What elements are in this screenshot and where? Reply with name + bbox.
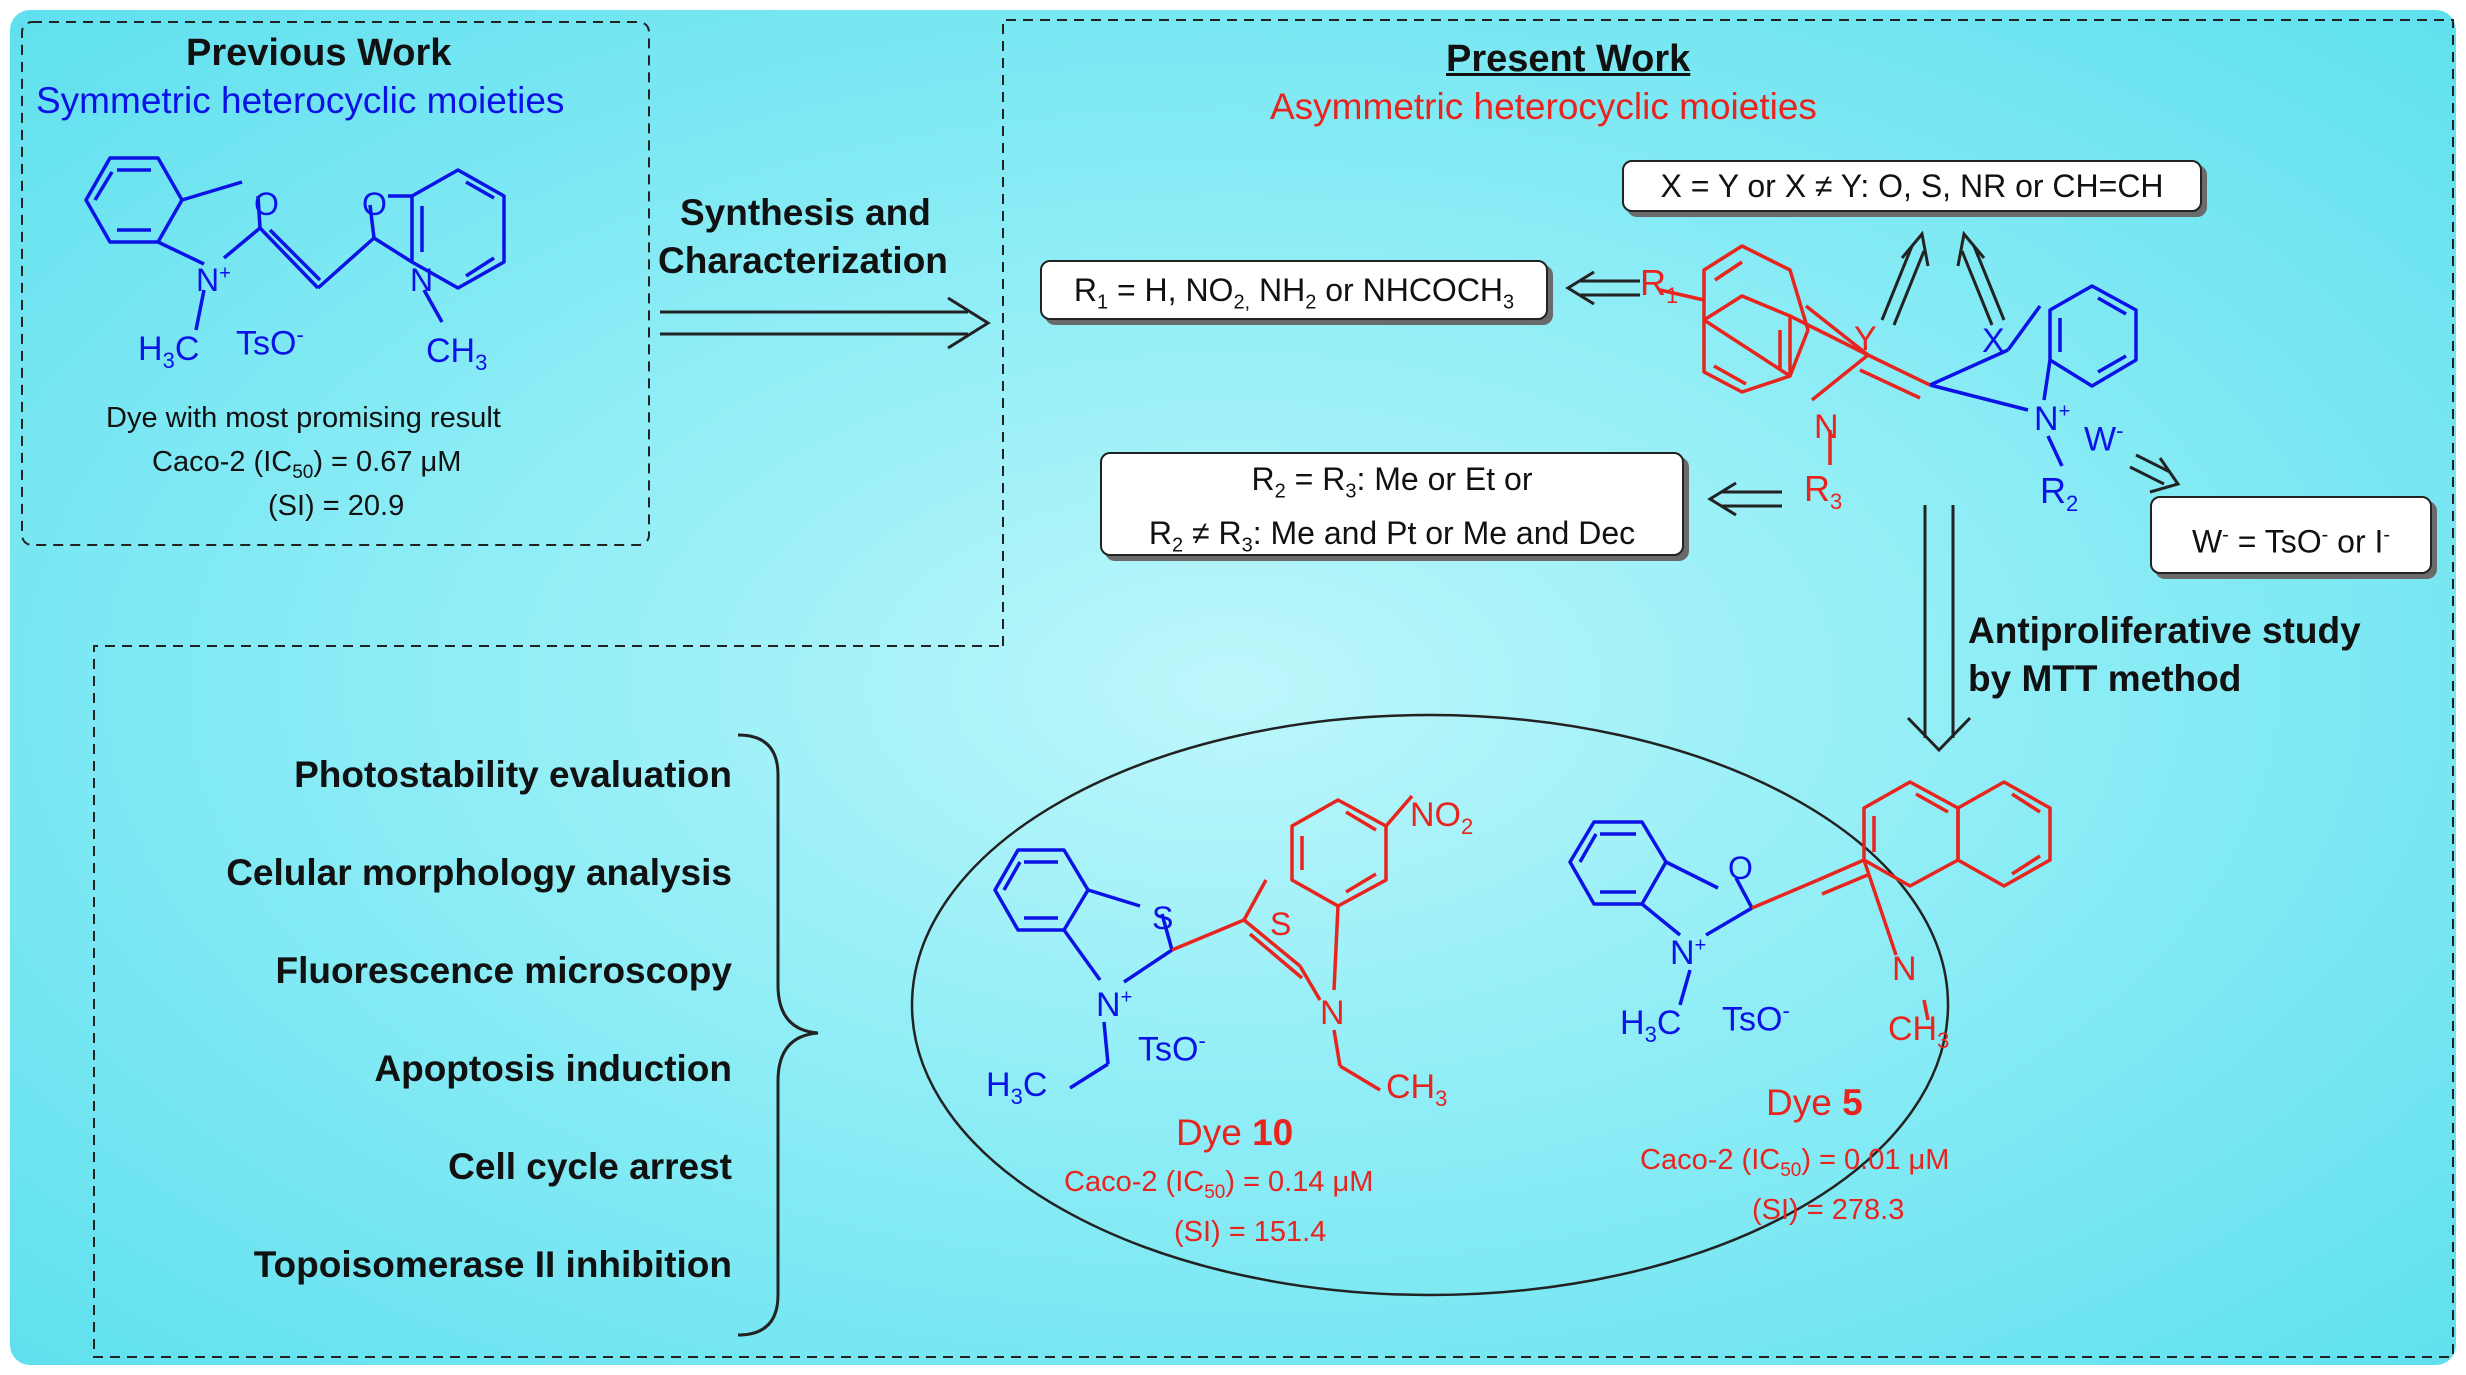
r2r3-box: R2 = R3: Me or Et or R2 ≠ R3: Me and Pt … xyxy=(1100,452,1684,557)
general-structure-red xyxy=(1659,244,1931,465)
previous-dye-structure xyxy=(84,156,506,331)
xy-arrows xyxy=(1880,230,2006,326)
antiproliferative-line2: by MTT method xyxy=(1968,658,2242,699)
dye10-ic50: Caco-2 (IC50) = 0.14 μM xyxy=(1064,1166,1374,1203)
dye10-tso: TsO- xyxy=(1138,1028,1206,1069)
dye5-label: Dye 5 xyxy=(1766,1082,1863,1123)
synthesis-label-line1: Synthesis and xyxy=(680,192,931,233)
dye10-si: (SI) = 151.4 xyxy=(1174,1216,1327,1248)
w-box: W- = TsO- or I- xyxy=(2150,496,2432,574)
synthesis-label-line2: Characterization xyxy=(658,240,948,281)
present-work-subtitle: Asymmetric heterocyclic moieties xyxy=(1270,86,1817,127)
dye5-tso: TsO- xyxy=(1722,998,1790,1039)
general-structure-blue xyxy=(1929,284,2138,467)
antiproliferative-line1: Antiproliferative study xyxy=(1968,610,2361,651)
general-atom-n-plus: N+ xyxy=(2034,400,2071,438)
general-r1: R1 xyxy=(1640,262,1679,309)
previous-atom-o1: O xyxy=(254,186,279,222)
previous-ic50: Caco-2 (IC50) = 0.67 μM xyxy=(152,446,462,483)
background-panel xyxy=(10,10,2456,1365)
dye10-atom-n: N xyxy=(1320,994,1345,1032)
antiproliferative-arrow xyxy=(1906,505,1972,753)
w-arrow xyxy=(2129,453,2181,494)
xy-box: X = Y or X ≠ Y: O, S, NR or CH=CH xyxy=(1622,160,2202,212)
study-morphology: Celular morphology analysis xyxy=(226,852,732,893)
study-cell-cycle: Cell cycle arrest xyxy=(448,1146,732,1187)
dye5-structure-blue xyxy=(1568,820,1754,1006)
dye5-structure-red xyxy=(1751,780,2052,1021)
general-atom-n: N xyxy=(1814,408,1839,446)
previous-dye-note: Dye with most promising result xyxy=(106,402,501,434)
synthesis-arrow xyxy=(660,296,991,350)
dye10-atom-s2: S xyxy=(1270,906,1292,942)
previous-work-frame xyxy=(21,21,650,546)
general-atom-y: Y xyxy=(1854,320,1877,358)
general-atom-x: X xyxy=(1982,322,2005,360)
present-work-title: Present Work xyxy=(1446,38,1691,80)
dye10-structure-red xyxy=(1171,794,1414,1092)
previous-ch3: CH3 xyxy=(426,332,488,375)
study-topoisomerase: Topoisomerase II inhibition xyxy=(253,1244,732,1285)
dye10-h3c: H3C xyxy=(986,1066,1048,1109)
general-r3: R3 xyxy=(1804,468,1843,515)
r1-arrow xyxy=(1565,270,1640,306)
dye5-atom-n-plus: N+ xyxy=(1670,934,1707,972)
r2r3-arrow xyxy=(1707,481,1782,517)
study-apoptosis: Apoptosis induction xyxy=(374,1048,732,1089)
r2r3-line1: R2 = R3: Me or Et or xyxy=(1251,461,1533,503)
studies-brace xyxy=(737,733,819,1337)
dye5-si: (SI) = 278.3 xyxy=(1752,1194,1905,1226)
dye10-ch3: CH3 xyxy=(1386,1068,1448,1111)
general-w-ion: W- xyxy=(2084,418,2124,459)
dye10-label: Dye 10 xyxy=(1176,1112,1294,1153)
dye5-atom-n: N xyxy=(1892,950,1917,988)
previous-atom-n-plus: N+ xyxy=(196,262,231,298)
dye10-atom-s1: S xyxy=(1152,900,1174,936)
previous-work-subtitle: Symmetric heterocyclic moieties xyxy=(36,80,565,121)
dye5-atom-o: O xyxy=(1728,850,1753,886)
dye10-structure-blue xyxy=(993,848,1174,1090)
previous-work-title: Previous Work xyxy=(186,32,452,74)
study-fluorescence: Fluorescence microscopy xyxy=(275,950,732,991)
study-photostability: Photostability evaluation xyxy=(294,754,732,795)
r1-box: R1 = H, NO2, NH2 or NHCOCH3 xyxy=(1040,260,1548,320)
dye5-ch3: CH3 xyxy=(1888,1010,1950,1053)
previous-tso: TsO- xyxy=(236,322,304,363)
studies-list: Photostability evaluation Celular morpho… xyxy=(100,740,732,1300)
dye5-h3c: H3C xyxy=(1620,1004,1682,1047)
r2r3-line2: R2 ≠ R3: Me and Pt or Me and Dec xyxy=(1148,515,1636,557)
dye5-ic50: Caco-2 (IC50) = 0.01 μM xyxy=(1640,1144,1950,1181)
previous-atom-n: N xyxy=(410,262,434,298)
previous-h3c: H3C xyxy=(138,330,200,373)
present-work-frame xyxy=(93,19,2454,1358)
previous-atom-o2: O xyxy=(362,186,387,222)
dye10-atom-n-plus: N+ xyxy=(1096,986,1133,1024)
results-ellipse xyxy=(910,713,1950,1297)
dye10-no2: NO2 xyxy=(1410,796,1474,839)
previous-si: (SI) = 20.9 xyxy=(268,490,405,522)
general-r2: R2 xyxy=(2040,470,2079,517)
